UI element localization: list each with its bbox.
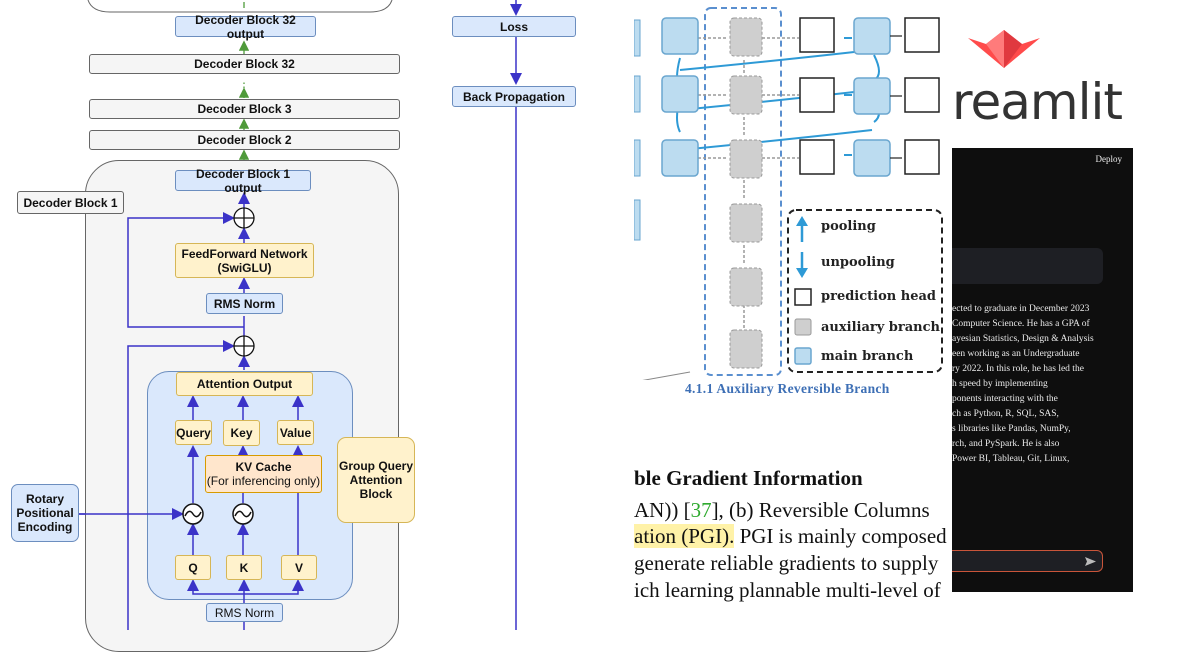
response-line: ch as Python, R, SQL, SAS,	[952, 409, 1059, 419]
response-line: Power BI, Tableau, Git, Linux,	[952, 454, 1070, 464]
pgi-architecture-diagram	[634, 7, 943, 380]
kv-cache: KV Cache (For inferencing only)	[205, 455, 322, 493]
legend-unpooling: unpooling	[821, 255, 895, 270]
rope-line-2: Positional	[16, 506, 74, 520]
decoder-block-1-label: Decoder Block 1	[17, 191, 124, 214]
section-caption: 4.1.1 Auxiliary Reversible Branch	[685, 381, 890, 396]
loss-box: Loss	[452, 16, 576, 37]
user-message-bubble	[952, 248, 1103, 284]
streamlit-panel: reamlit Deploy ected to graduate in Dece…	[952, 0, 1200, 630]
query-box: Query	[175, 420, 212, 445]
paper-line-2: ation (PGI). PGI is mainly composed	[634, 524, 947, 549]
legend-main-branch: main branch	[821, 349, 914, 364]
rotary-positional-encoding: Rotary Positional Encoding	[11, 484, 79, 542]
key-box: Key	[223, 420, 260, 446]
rope-line-1: Rotary	[25, 492, 64, 506]
response-line: een working as an Undergraduate	[952, 349, 1080, 359]
line2-rest: PGI is mainly composed	[734, 524, 947, 548]
unpooling-arrow-icon	[796, 252, 808, 278]
value-box: Value	[277, 420, 314, 445]
gqa-line-2: Attention	[349, 473, 403, 487]
response-line: s libraries like Pandas, NumPy,	[952, 424, 1071, 434]
citation-link[interactable]: 37	[690, 498, 712, 522]
deploy-button[interactable]: Deploy	[1095, 154, 1123, 164]
response-line: rch, and PySpark. He is also	[952, 439, 1060, 449]
decoder-block-32: Decoder Block 32	[89, 54, 400, 74]
decoder-block-32-output: Decoder Block 32 output	[175, 13, 316, 41]
legend-auxiliary-branch: auxiliary branch	[821, 320, 940, 335]
streamlit-logo-icon	[968, 30, 1040, 68]
kv-cache-subtitle: (For inferencing only)	[206, 474, 321, 488]
auxiliary-branch-swatch	[794, 318, 812, 336]
pgi-paper-figure: pooling unpooling prediction head auxili…	[634, 0, 952, 630]
response-line: ponents interacting with the	[952, 394, 1058, 404]
add-icon	[233, 207, 255, 229]
response-line: ected to graduate in December 2023	[952, 304, 1090, 314]
rms-norm-top: RMS Norm	[206, 293, 283, 314]
rotary-icon	[182, 503, 204, 525]
q-box: Q	[175, 555, 211, 580]
legend-prediction-head: prediction head	[821, 289, 936, 304]
chat-input[interactable]	[952, 550, 1103, 572]
send-icon[interactable]	[1085, 556, 1096, 567]
llama-diagram: Decoder Block 32 output Decoder Block 32…	[0, 0, 440, 652]
legend-pooling: pooling	[821, 219, 876, 234]
line1-prefix: AN)) [	[634, 498, 691, 522]
decoder-block-3: Decoder Block 3	[89, 99, 400, 119]
streamlit-app-window: Deploy ected to graduate in December 202…	[952, 148, 1133, 592]
k-box: K	[226, 555, 262, 580]
rms-norm-bottom: RMS Norm	[206, 603, 283, 622]
back-propagation-box: Back Propagation	[452, 86, 576, 107]
prediction-head-swatch	[794, 288, 812, 306]
training-flow: Loss Back Propagation	[440, 0, 620, 630]
paper-line-3: generate reliable gradients to supply	[634, 551, 939, 575]
assistant-response: ected to graduate in December 2023 Compu…	[952, 304, 1133, 479]
chat-input-value	[952, 556, 956, 566]
response-line: Computer Science. He has a GPA of	[952, 319, 1090, 329]
attention-output: Attention Output	[176, 372, 313, 396]
paper-line-1: AN)) [37], (b) Reversible Columns	[634, 498, 930, 523]
gqa-line-1: Group Query	[338, 459, 413, 473]
pgi-highlight: ation (PGI).	[634, 524, 735, 548]
gqa-line-3: Block	[359, 487, 393, 501]
response-line: h speed by implementing	[952, 379, 1048, 389]
line1-suffix: ], (b) Reversible Columns	[711, 498, 930, 522]
ffn-subtitle: (SwiGLU)	[217, 260, 272, 275]
streamlit-logo-text: reamlit	[952, 73, 1123, 131]
decoder-block-1-output: Decoder Block 1 output	[175, 167, 311, 195]
training-flow-connectors	[510, 0, 522, 630]
decoder-block-2: Decoder Block 2	[89, 130, 400, 150]
pooling-arrow-icon	[796, 216, 808, 242]
response-line: ayesian Statistics, Design & Analysis	[952, 334, 1094, 344]
feedforward-network: FeedForward Network (SwiGLU)	[175, 243, 314, 278]
add-icon	[233, 335, 255, 357]
group-query-attention-block: Group Query Attention Block	[337, 437, 415, 523]
rotary-icon	[232, 503, 254, 525]
main-branch-swatch	[794, 347, 812, 365]
paper-line-4: ich learning plannable multi-level of	[634, 578, 941, 602]
ffn-title: FeedForward Network	[181, 246, 308, 261]
v-box: V	[281, 555, 317, 580]
ellipsis: ⋮	[238, 80, 250, 94]
kv-cache-title: KV Cache	[235, 460, 292, 474]
section-heading: ble Gradient Information	[634, 466, 863, 490]
response-line: ry 2022. In this role, he has led the	[952, 364, 1084, 374]
rope-line-3: Encoding	[17, 520, 73, 534]
llama-diagram-connectors-overlay	[78, 192, 304, 630]
